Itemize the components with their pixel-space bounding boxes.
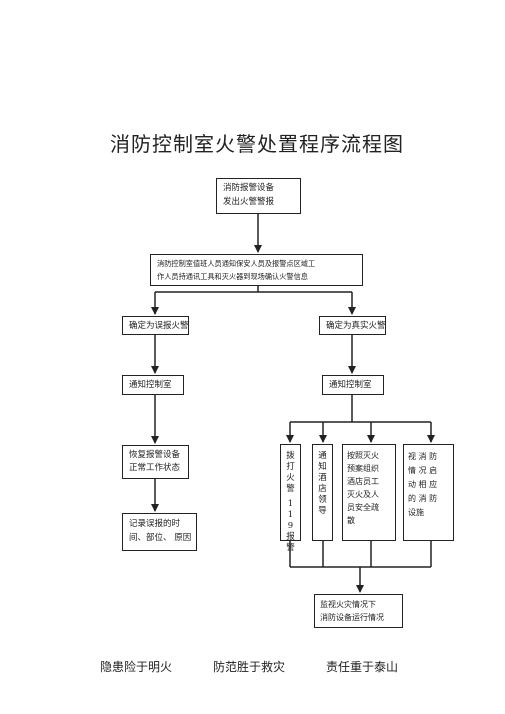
node-evacuation-line-6: 散 [347, 516, 355, 525]
node-monitor-equip-line-2: 消防设备运行情况 [320, 613, 384, 622]
node-record-false-alarm: 记录误报的时 间、部位、 原因 [122, 513, 197, 551]
footer-slogan-3: 责任重于泰山 [326, 660, 399, 674]
node-notify-control-left: 通知控制室 [122, 375, 184, 395]
footer-slogan-2: 防范胜于救灾 [213, 660, 286, 674]
node-monitor-equipment: 监视火灾情况下 消防设备运行情况 [314, 594, 403, 628]
node-true-fire: 确定为真实火警 [319, 316, 386, 335]
node-notify-leader-label: 通知酒店领导 [318, 451, 327, 516]
footer-slogan-1: 隐患险于明火 [100, 660, 173, 674]
node-evacuation-line-5: 员安全疏 [347, 503, 379, 512]
node-call-119: 拨打火警 119报警 [280, 444, 301, 553]
node-monitor-fac-line-5: 设施 [408, 508, 424, 517]
page-title: 消防控制室火警处置程序流程图 [110, 132, 404, 156]
node-notify-control-right: 通知控制室 [322, 375, 384, 395]
node-record-line-1: 记录误报的时 [129, 519, 181, 529]
node-monitor-fac-line-1: 视 消 防 [408, 452, 438, 461]
node-evacuation-line-1: 按照灭火 [347, 451, 379, 460]
node-monitor-fac-line-4: 的 消 防 [408, 494, 438, 503]
node-monitor-equip-line-1: 监视火灾情况下 [320, 600, 376, 609]
node-notify-control-left-label: 通知控制室 [129, 380, 172, 390]
node-false-alarm-label: 确定为误报火警 [129, 321, 189, 331]
node-notify-security: 消防控制室值班人员通知保安人员及报警点区域工 作人员持通讯工具和灭火器到现场确认… [150, 254, 363, 286]
node-call-119-line-2: 119报警 [286, 499, 295, 553]
node-evacuation-line-2: 预案组织 [347, 464, 379, 473]
node-true-fire-label: 确定为真实火警 [326, 321, 386, 331]
node-monitor-fac-line-2: 情 况 启 [408, 466, 438, 475]
node-notify-leader: 通知酒店领导 [312, 444, 333, 541]
node-call-119-line-1: 拨打火警 [286, 451, 295, 494]
node-restore-device: 恢复报警设备 正常工作状态 [122, 445, 189, 479]
node-evacuation: 按照灭火 预案组织 酒店员工 灭火及人 员安全疏 散 [342, 444, 396, 541]
node-evacuation-line-4: 灭火及人 [347, 490, 379, 499]
node-monitor-facilities: 视 消 防 情 况 启 动 相 应 的 消 防 设施 [403, 444, 454, 541]
node-false-alarm: 确定为误报火警 [122, 316, 189, 335]
node-monitor-fac-line-3: 动 相 应 [408, 480, 438, 489]
node-restore-line-1: 恢复报警设备 [129, 450, 181, 460]
node-record-line-2: 间、部位、 原因 [129, 533, 192, 543]
node-alarm-line-1: 消防报警设备 [223, 183, 275, 193]
node-notify-control-right-label: 通知控制室 [329, 380, 372, 390]
node-alarm-device: 消防报警设备 发出火警警报 [216, 178, 301, 214]
node-evacuation-line-3: 酒店员工 [347, 477, 379, 486]
node-alarm-line-2: 发出火警警报 [223, 197, 275, 207]
node-notify-security-line-2: 作人员持通讯工具和灭火器到现场确认火警信息 [157, 272, 308, 281]
node-notify-security-line-1: 消防控制室值班人员通知保安人员及报警点区域工 [157, 259, 316, 268]
node-restore-line-2: 正常工作状态 [129, 463, 181, 473]
